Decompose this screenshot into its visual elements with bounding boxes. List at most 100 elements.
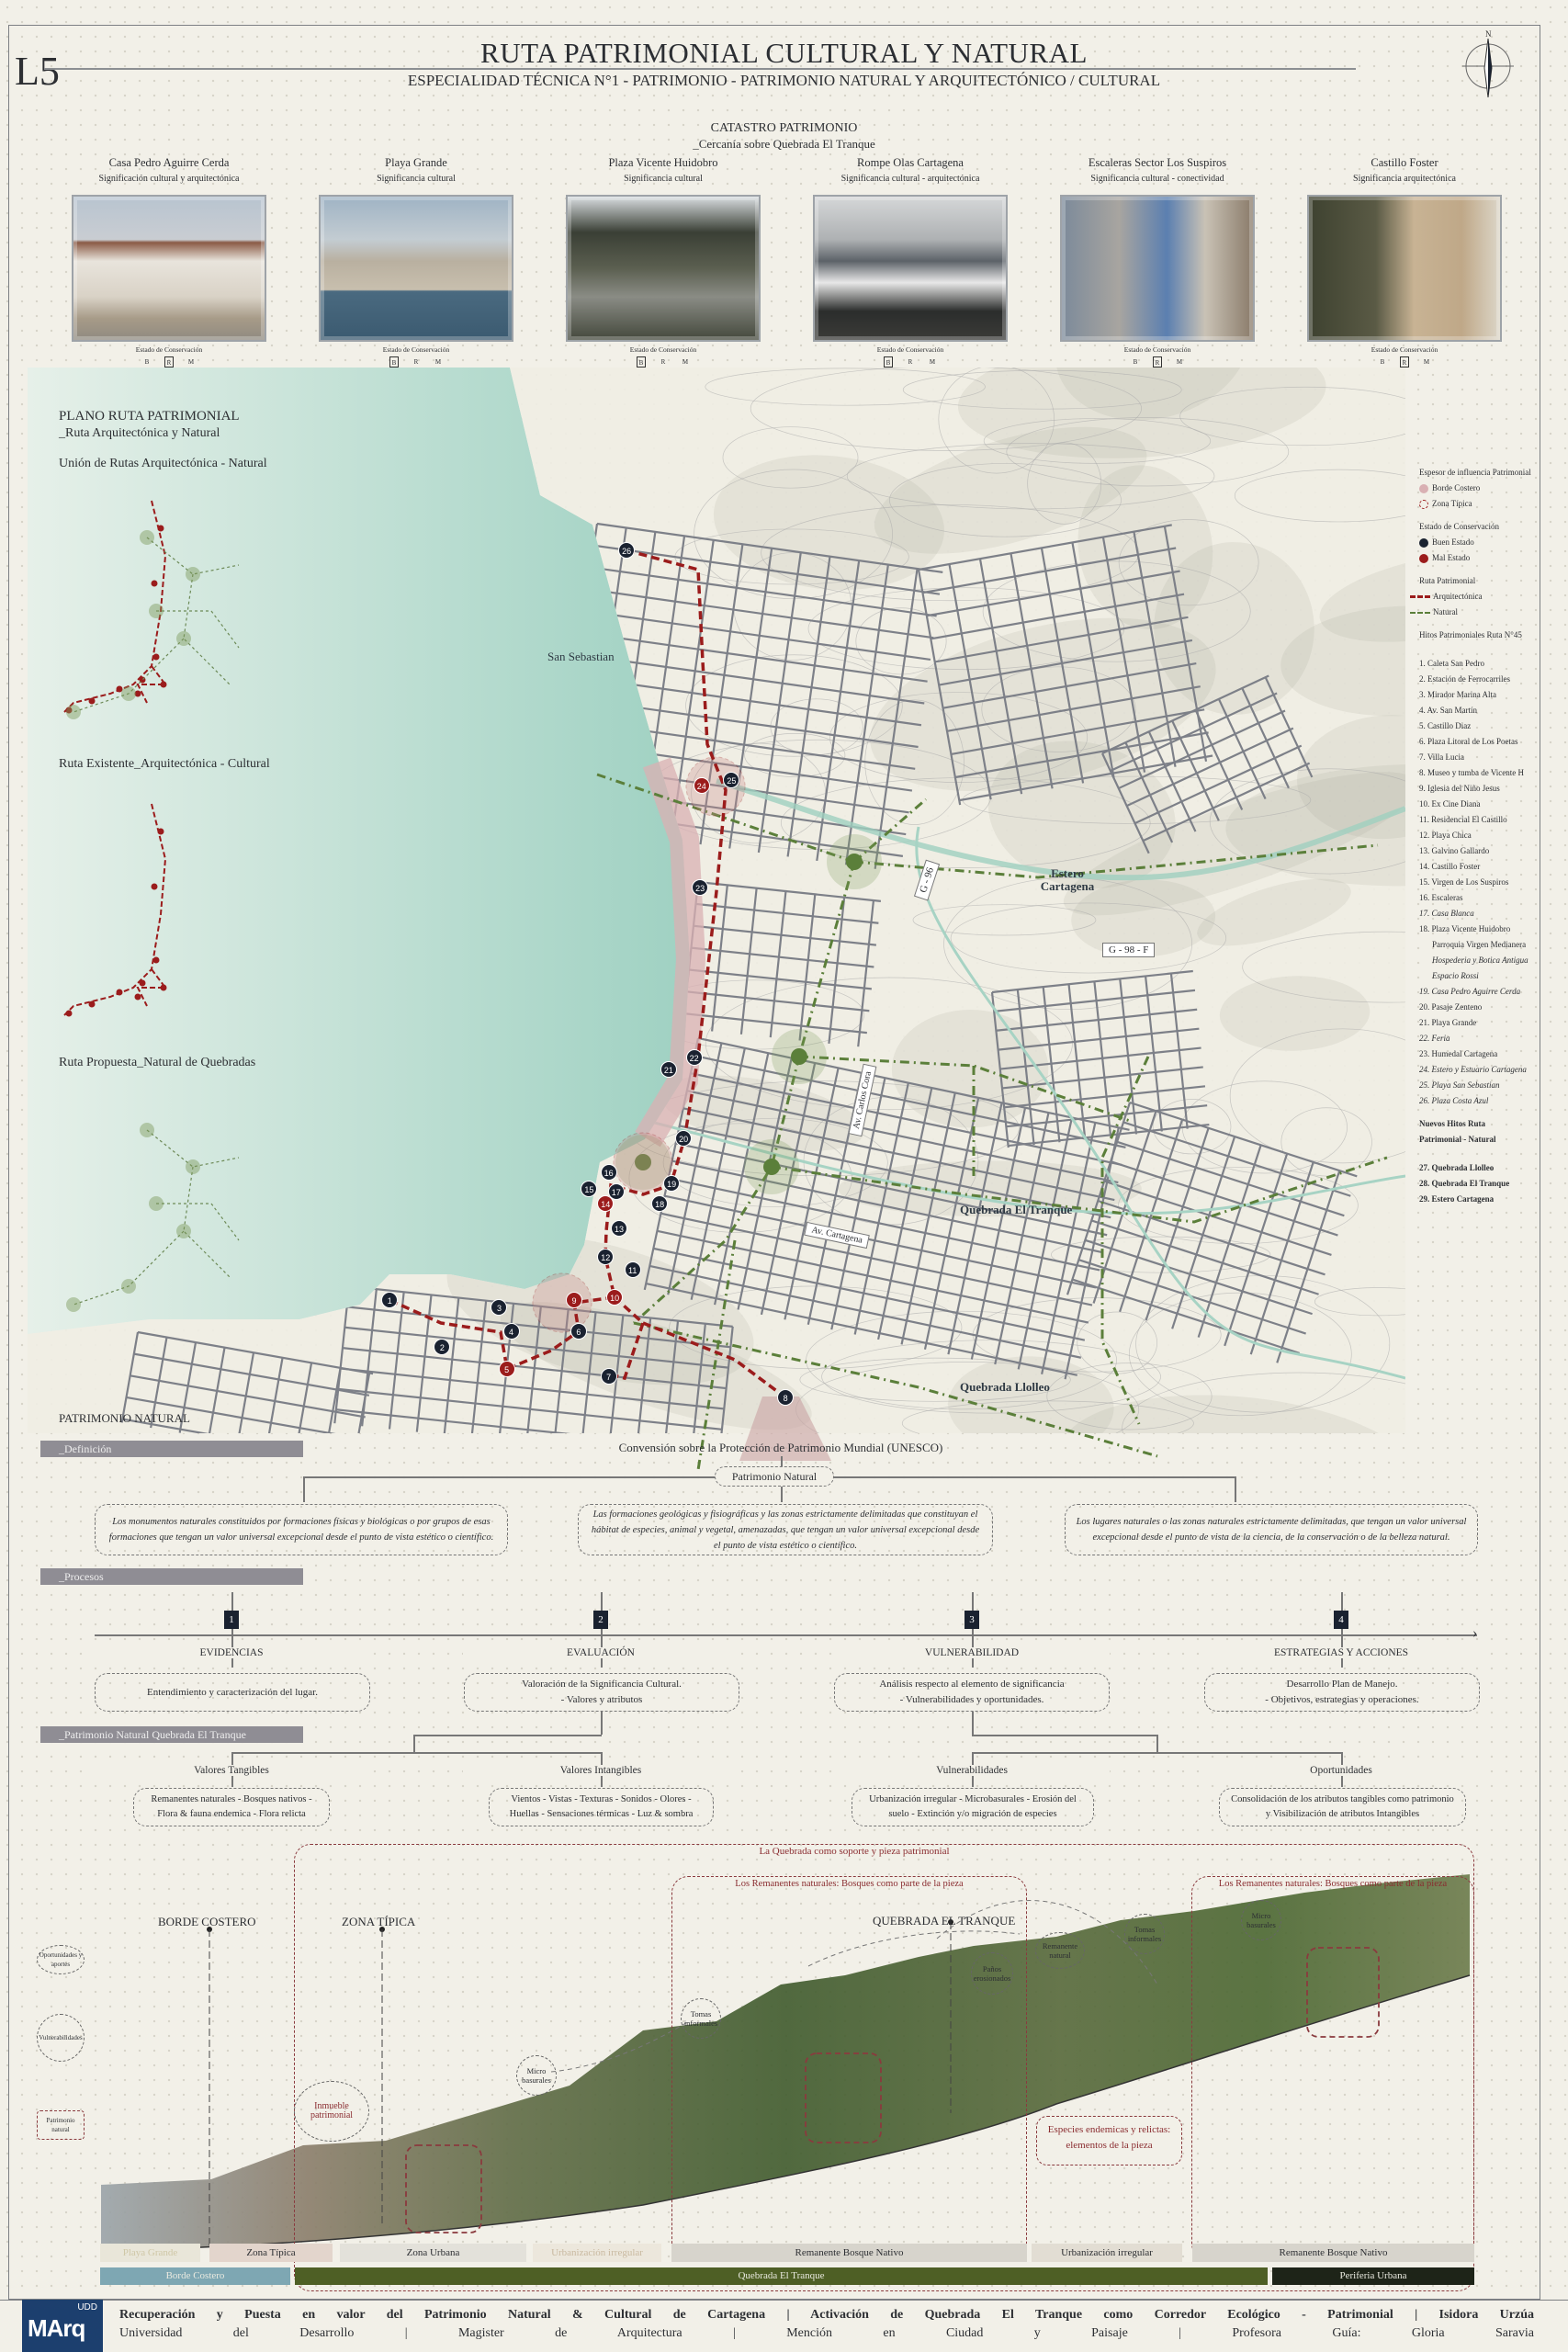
- hito-item: 5. Castillo Diaz: [1419, 721, 1472, 730]
- heritage-marker-14[interactable]: 14: [597, 1195, 615, 1213]
- natural-route: [798, 1055, 1131, 1123]
- north-arrow-icon: N: [1461, 28, 1516, 106]
- heritage-marker-26[interactable]: 26: [618, 541, 636, 559]
- green-dash-line-icon: [1410, 611, 1430, 614]
- especies-box: Especies endemicas y relictas: elementos…: [1036, 2116, 1182, 2165]
- site-significance: Significancia cultural - arquitectónica: [840, 174, 980, 184]
- connector: [1341, 1592, 1343, 1668]
- bubble-panos-erosionados: Paños erosionados: [971, 1952, 1013, 1995]
- heritage-marker-21[interactable]: 21: [660, 1060, 677, 1078]
- step-line-1: Valoración de la Significancia Cultural.: [522, 1679, 682, 1690]
- heritage-marker-9[interactable]: 9: [566, 1291, 583, 1308]
- side-patrimonio-natural: Patrimonio natural: [37, 2110, 85, 2140]
- udd-logo-text: UDD: [77, 2302, 97, 2312]
- site-photo: [566, 195, 761, 342]
- hito-item: 20. Pasaje Zenteno: [1419, 1002, 1483, 1012]
- site-significance: Significancia cultural: [624, 174, 703, 184]
- value-title: Valores Tangibles: [94, 1765, 369, 1776]
- remanentes-title-1: Los Remanentes naturales: Bosques como p…: [735, 1879, 964, 1889]
- street-grid: [643, 1036, 1130, 1380]
- heritage-marker-24[interactable]: 24: [693, 777, 710, 795]
- zone-bar: Periferia Urbana: [1272, 2267, 1474, 2285]
- definition-box-1: Los monumentos naturales constituidos po…: [95, 1504, 508, 1555]
- section-drawing: [100, 1874, 1471, 2252]
- hito-item: 26. Plaza Costa Azul: [1419, 1096, 1489, 1105]
- heritage-marker-23[interactable]: 23: [692, 879, 709, 897]
- definition-box-2: Las formaciones geológicas y fisiográfic…: [578, 1504, 993, 1555]
- estado-label: Estado de Conservación: [1123, 345, 1191, 354]
- poster-frame: [8, 25, 1540, 2300]
- connector: [413, 1735, 415, 1752]
- heritage-marker-19[interactable]: 19: [663, 1174, 681, 1192]
- connector: [413, 1735, 602, 1736]
- north-label: N: [1485, 29, 1492, 39]
- connector: [972, 1735, 1156, 1736]
- plano-subtitle: _Ruta Arquitectónica y Natural: [59, 426, 220, 440]
- heritage-marker-4[interactable]: 4: [502, 1323, 520, 1340]
- site-significance: Significancia cultural - conectividad: [1090, 174, 1224, 184]
- heritage-marker-6[interactable]: 6: [570, 1323, 587, 1340]
- heritage-marker-8[interactable]: 8: [777, 1389, 795, 1407]
- side-vulnerabilidades: Vulnerabilidades: [37, 2014, 85, 2062]
- heritage-marker-17[interactable]: 17: [607, 1183, 625, 1201]
- step-line-2: - Vulnerabilidades y oportunidades.: [899, 1694, 1044, 1705]
- estado-option-r: R: [660, 358, 666, 366]
- heritage-marker-5[interactable]: 5: [498, 1361, 515, 1378]
- step-title: ESTRATEGIAS Y ACCIONES: [1203, 1647, 1479, 1658]
- hito-item: 3. Mirador Marina Alta: [1419, 690, 1496, 699]
- hito-item: 1. Caleta San Pedro: [1419, 659, 1484, 668]
- heritage-marker-7[interactable]: 7: [600, 1368, 617, 1385]
- marq-logo: UDD MArq: [22, 2300, 103, 2352]
- highlight-frame: [405, 2144, 482, 2233]
- legend-ruta-title: Ruta Patrimonial: [1419, 576, 1476, 585]
- catastro-title: CATASTRO PATRIMONIO: [710, 121, 858, 135]
- bubble-inmueble-patrimonial: Inmueble patrimonial: [294, 2081, 369, 2142]
- heritage-marker-13[interactable]: 13: [611, 1219, 628, 1237]
- estado-option-m: M: [1176, 358, 1183, 366]
- section-panorama-photo: [101, 1874, 1470, 2251]
- hito-item: 9. Iglesia del Niño Jesus: [1419, 784, 1500, 793]
- step-title: EVIDENCIAS: [94, 1647, 369, 1658]
- mal-dot-icon: [1419, 553, 1428, 563]
- quebrada-label: QUEBRADA EL TRANQUE: [873, 1914, 1016, 1928]
- hito-item: 25. Playa San Sebastian: [1419, 1080, 1500, 1090]
- heritage-marker-25[interactable]: 25: [723, 771, 740, 788]
- hito-item: 7. Villa Lucia: [1419, 752, 1465, 762]
- heritage-marker-12[interactable]: 12: [597, 1248, 615, 1265]
- legend-arquitectonica: Arquitectónica: [1410, 589, 1543, 605]
- heritage-marker-1[interactable]: 1: [381, 1291, 399, 1308]
- hito-item: 6. Plaza Litoral de Los Poetas: [1419, 737, 1518, 746]
- hito-item: 12. Playa Chica: [1419, 831, 1472, 840]
- step-title: VULNERABILIDAD: [834, 1647, 1110, 1658]
- heritage-marker-11[interactable]: 11: [624, 1261, 641, 1279]
- estado-option-b: B: [144, 358, 150, 366]
- borde-costero-label: BORDE COSTERO: [158, 1915, 256, 1928]
- heritage-marker-2[interactable]: 2: [434, 1338, 451, 1355]
- zone-label: Urbanización irregular: [533, 2244, 661, 2262]
- heritage-marker-18[interactable]: 18: [651, 1195, 669, 1213]
- step-line-2: - Objetivos, estrategias y operaciones.: [1265, 1694, 1419, 1705]
- step-title: EVALUACIÓN: [463, 1647, 739, 1658]
- value-title: Vulnerabilidades: [834, 1765, 1110, 1776]
- procesos-bar: _Procesos: [40, 1568, 303, 1585]
- heritage-marker-20[interactable]: 20: [675, 1129, 693, 1147]
- heritage-marker-16[interactable]: 16: [600, 1164, 617, 1182]
- bubble-tomas-informales-1: Tomas informales: [681, 1998, 721, 2039]
- site-name: Castillo Foster: [1371, 156, 1438, 169]
- route-map: [28, 368, 1405, 1470]
- heritage-marker-3[interactable]: 3: [491, 1299, 508, 1317]
- zone-bar: Quebrada El Tranque: [295, 2267, 1268, 2285]
- heritage-marker-15[interactable]: 15: [581, 1181, 598, 1198]
- zona-tipica-zone: [739, 1396, 831, 1461]
- poster-subtitle: ESPECIALIDAD TÉCNICA N°1 - PATRIMONIO - …: [407, 72, 1161, 89]
- estado-option-b: B: [884, 356, 893, 368]
- heritage-marker-22[interactable]: 22: [685, 1048, 703, 1066]
- legend-label: Mal Estado: [1432, 553, 1471, 562]
- terrain-profile-line: [100, 1974, 1471, 2252]
- heritage-marker-10[interactable]: 10: [606, 1288, 624, 1306]
- quebrada-bar: _Patrimonio Natural Quebrada El Tranque: [40, 1726, 303, 1743]
- value-box: Urbanización irregular - Microbasurales …: [852, 1788, 1094, 1826]
